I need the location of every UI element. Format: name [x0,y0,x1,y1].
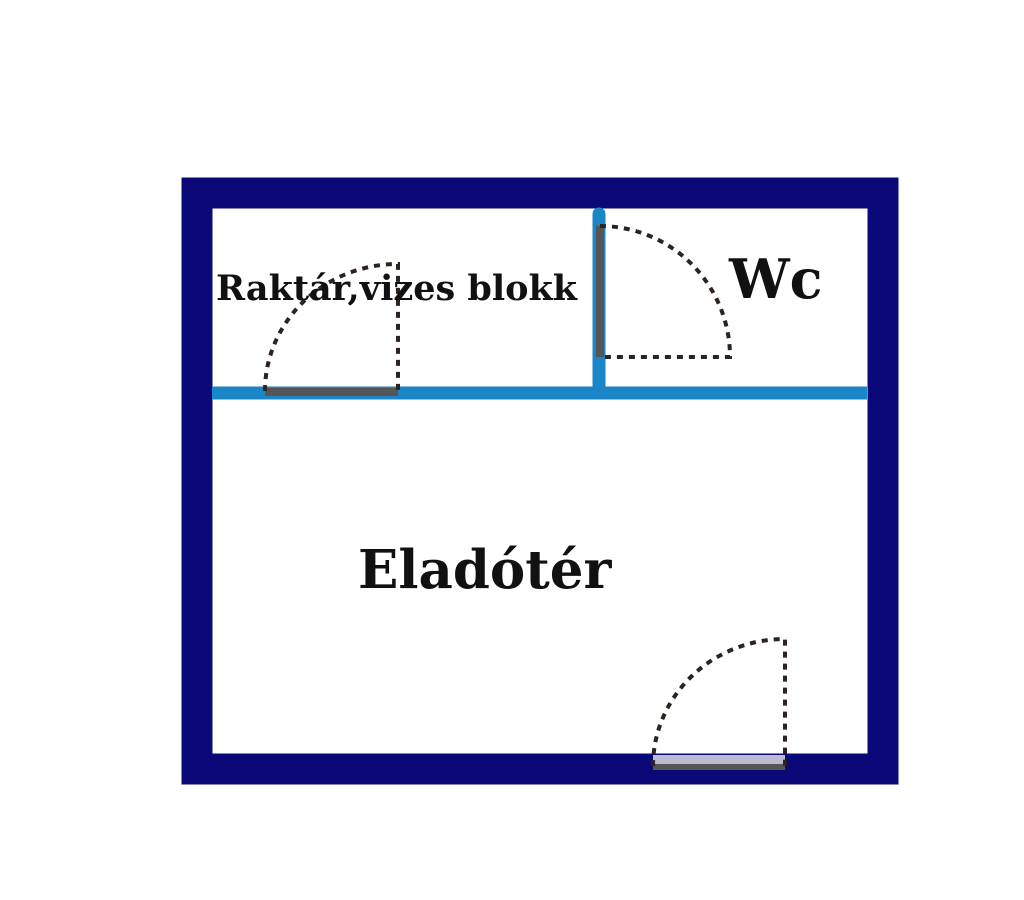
door-swing-arc [599,224,733,359]
outer-wall [181,177,899,785]
storage-door [263,261,400,396]
entrance-threshold [653,755,785,765]
wc-room-label: Wc [728,247,823,311]
sales-room-label: Eladótér [358,539,612,601]
storage-room-label: Raktár,vizes blokk [216,268,578,309]
door-swing-arc [651,636,787,767]
entrance-door [651,636,787,770]
door-swing-arc [263,261,400,392]
wc-door [596,224,733,359]
